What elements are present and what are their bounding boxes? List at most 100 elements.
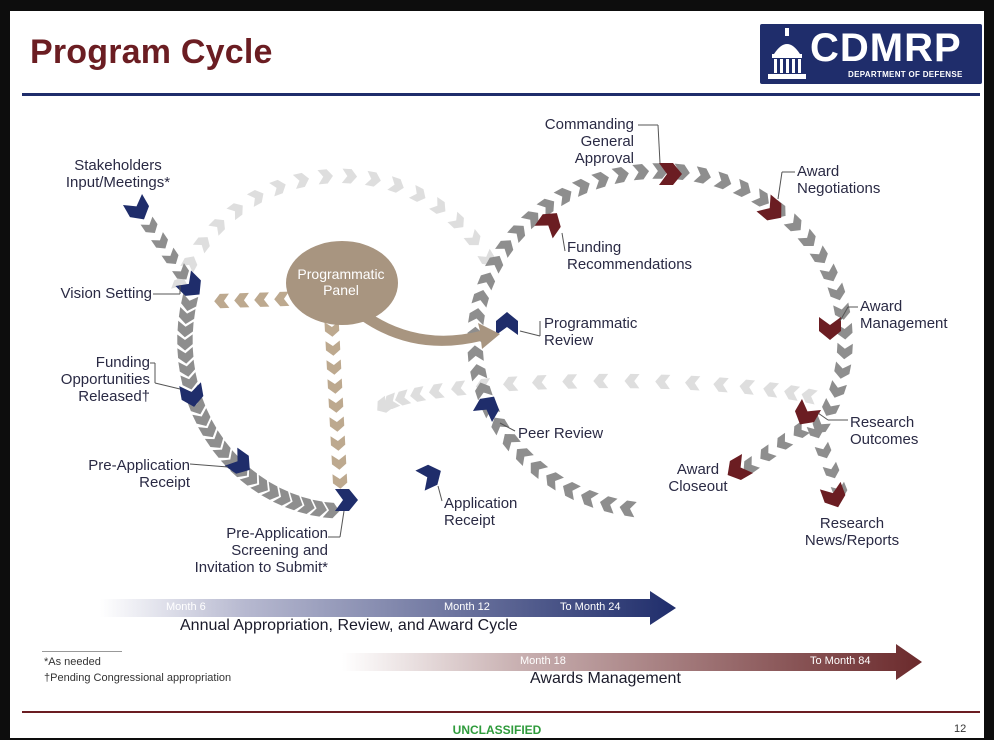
page-title: Program Cycle [30, 33, 273, 71]
cdmrp-logo: CDMRP DEPARTMENT OF DEFENSE [760, 24, 982, 84]
faded-chevron [784, 385, 801, 401]
label-research-news: Research News/Reports [804, 515, 900, 549]
programmatic-panel-node [286, 241, 398, 325]
footer-divider [22, 711, 980, 713]
chevron [751, 188, 769, 207]
label-award-management: Award Management [860, 298, 948, 332]
cycle-chevrons [122, 163, 853, 519]
faded-chevron [292, 172, 310, 189]
milestone-screening [335, 489, 358, 511]
label-programmatic-review: Programmatic Review [544, 315, 638, 349]
chevron [309, 499, 327, 517]
faded-chevron [377, 395, 394, 413]
faded-chevron [317, 169, 333, 185]
chevron [502, 433, 521, 452]
chevron [581, 489, 599, 508]
milestone-funding-opps [179, 382, 204, 407]
chevron [250, 474, 268, 494]
chevron [261, 481, 280, 500]
timeline-awards-arrow [342, 644, 922, 680]
chevron [177, 347, 194, 364]
label-commanding-general-approval: Commanding General Approval [544, 116, 634, 167]
logo-wordmark: CDMRP [810, 26, 962, 70]
chevron [272, 487, 291, 506]
chevron [591, 171, 609, 190]
milestone-prog-review [496, 312, 518, 335]
label-preapp-receipt: Pre-Application Receipt [88, 457, 190, 491]
milestone-vision [175, 270, 201, 296]
milestone-cg-approval [659, 163, 682, 185]
chevron [181, 293, 199, 312]
timeline2-tick-month84: To Month 84 [810, 655, 871, 667]
leader-line [339, 510, 345, 538]
chevron [204, 430, 224, 448]
faded-chevron [447, 211, 464, 229]
leader-line [499, 422, 516, 432]
chevron [495, 240, 514, 258]
faded-chevron [763, 382, 780, 398]
panel-chevron [326, 359, 342, 375]
label-application-receipt: Application Receipt [444, 495, 518, 529]
leader-line [437, 485, 443, 502]
milestone-award-closeout [727, 453, 754, 481]
chevron [198, 419, 217, 438]
chevron [140, 216, 158, 233]
chevron [475, 382, 493, 401]
chevron [827, 282, 846, 301]
chevron [468, 308, 485, 326]
page-number: 12 [954, 723, 967, 735]
chevron [836, 342, 853, 360]
label-preapp-screening: Pre-Application Screening and Invitation… [194, 525, 328, 576]
panel-chevron [214, 293, 230, 309]
chevron [809, 245, 828, 264]
chevron [819, 263, 838, 282]
footnote-as-needed: *As needed [44, 656, 101, 668]
faded-chevron [463, 229, 481, 246]
programmatic-panel-label: Programmatic Panel [297, 266, 385, 298]
faded-chevron [208, 219, 225, 236]
chevron [467, 345, 484, 363]
milestone-preapp-receipt [224, 447, 250, 474]
panel-chevron [324, 321, 340, 337]
chevron [477, 272, 496, 291]
chevron [732, 178, 751, 197]
program-cycle-diagram [100, 124, 922, 680]
panel-chevron [254, 292, 270, 307]
title-divider [22, 93, 980, 96]
faded-chevron [387, 176, 404, 193]
chevron [485, 255, 504, 274]
chevron [713, 171, 732, 190]
chevron [491, 417, 510, 436]
chevron [507, 225, 526, 243]
panel-to-review-arrow [362, 313, 500, 349]
leader-line [657, 124, 661, 164]
chevron [284, 492, 303, 511]
faded-chevron [341, 168, 358, 184]
chevron [793, 421, 810, 438]
chevron [470, 364, 488, 382]
faded-chevron [192, 237, 210, 254]
leader-line [189, 463, 229, 468]
faded-chevron [739, 379, 756, 395]
leader-line [817, 412, 829, 421]
logo-subtitle: DEPARTMENT OF DEFENSE [848, 70, 963, 79]
classification-marking: UNCLASSIFIED [452, 723, 542, 737]
label-funding-opportunities: Funding Opportunities Released† [60, 354, 150, 405]
faded-chevron [383, 392, 401, 410]
faded-chevron [180, 256, 198, 273]
chevron [619, 500, 637, 518]
label-stakeholders: Stakeholders Input/Meetings* [65, 157, 171, 191]
milestone-award-management [819, 317, 841, 340]
capitol-dome-icon [768, 28, 806, 79]
chevron [178, 307, 196, 325]
chevron [829, 380, 847, 398]
faded-chevron [562, 374, 578, 389]
leader-line [777, 171, 783, 200]
faded-chevron [503, 376, 519, 392]
label-funding-recommendations: Funding Recommendations [567, 239, 693, 273]
chevron [322, 502, 340, 519]
panel-chevron [328, 397, 344, 413]
chevron [177, 334, 193, 351]
faded-chevron [394, 389, 412, 406]
chevron [239, 467, 258, 486]
